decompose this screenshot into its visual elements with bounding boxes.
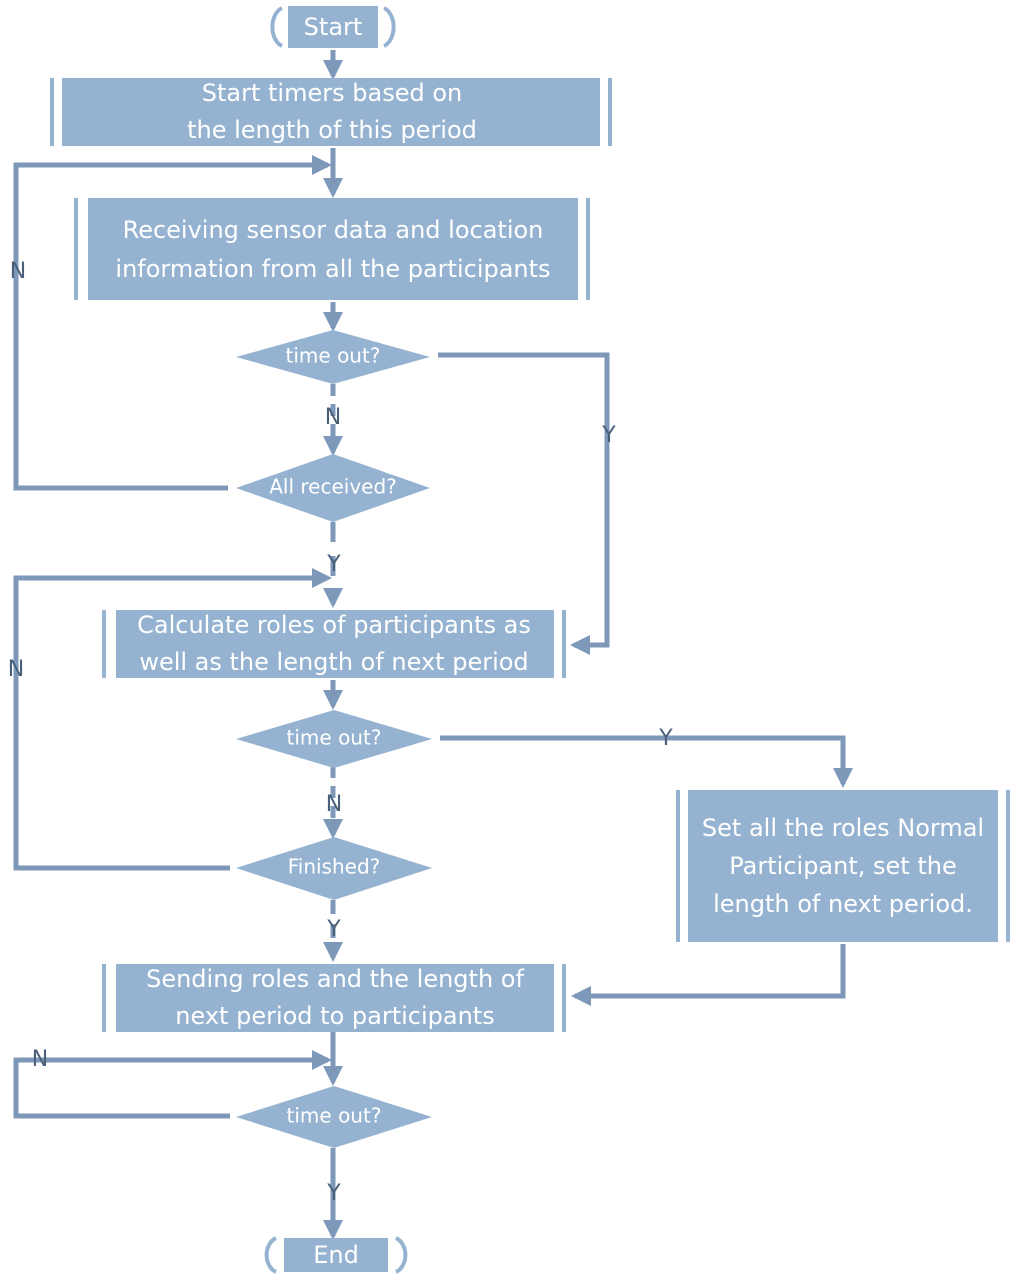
calculate-line2: well as the length of next period: [139, 648, 528, 676]
finished-decision: Finished?: [236, 837, 432, 900]
sending-node: Sending roles and the length of next per…: [102, 964, 566, 1032]
calculate-line1: Calculate roles of participants as: [137, 611, 531, 639]
receiving-line2: information from all the participants: [115, 255, 550, 283]
finished-label: Finished?: [288, 855, 381, 879]
all-received-decision: All received?: [236, 454, 430, 522]
sending-line1: Sending roles and the length of: [146, 965, 524, 993]
start-node: Start: [270, 6, 396, 48]
set-roles-line2: Participant, set the: [729, 852, 956, 880]
connectors: [13, 50, 853, 1240]
edge-timeout3-loop: [13, 1050, 332, 1119]
edge-setroles-to-sending: [571, 944, 846, 1006]
edge-label-n-timeout3: N: [32, 1047, 48, 1072]
edge-label-y-allreceived: Y: [326, 552, 341, 577]
timeout-2-decision: time out?: [236, 710, 432, 768]
edge-label-n-finished: N: [8, 657, 24, 682]
receiving-line1: Receiving sensor data and location: [123, 216, 544, 244]
edge-finished-loop: [13, 568, 332, 871]
edge-label-y-timeout2: Y: [658, 726, 673, 751]
edge-labels: N N Y Y N Y N Y N Y: [8, 259, 674, 1206]
end-label: End: [313, 1241, 359, 1269]
edge-label-n-timeout2: N: [326, 792, 342, 817]
edge-label-n-timeout1: N: [325, 405, 341, 430]
start-timers-line1: Start timers based on: [202, 79, 462, 107]
timeout-3-label: time out?: [287, 1104, 382, 1128]
edge-label-n-allreceived: N: [10, 259, 26, 284]
timeout-3-decision: time out?: [236, 1086, 432, 1148]
start-label: Start: [304, 13, 363, 41]
end-node: End: [264, 1236, 408, 1274]
set-roles-line3: length of next period.: [713, 890, 973, 918]
edge-timeout1-yes: [438, 352, 610, 655]
start-timers-line2: the length of this period: [187, 116, 477, 144]
all-received-label: All received?: [269, 475, 397, 499]
sending-line2: next period to participants: [175, 1002, 494, 1030]
timeout-2-label: time out?: [287, 726, 382, 750]
start-timers-node: Start timers based on the length of this…: [50, 78, 612, 146]
receiving-node: Receiving sensor data and location infor…: [74, 198, 590, 300]
edge-timeout2-yes: [440, 735, 853, 788]
set-roles-node: Set all the roles Normal Participant, se…: [676, 790, 1010, 942]
calculate-node: Calculate roles of participants as well …: [102, 610, 566, 678]
edge-allreceived-loop: [13, 155, 332, 491]
edge-label-y-timeout1: Y: [601, 423, 616, 448]
timeout-1-decision: time out?: [236, 330, 430, 384]
timeout-1-label: time out?: [286, 344, 381, 368]
set-roles-line1: Set all the roles Normal: [702, 814, 984, 842]
edge-label-y-finished: Y: [326, 917, 341, 942]
edge-label-y-timeout3: Y: [326, 1181, 341, 1206]
